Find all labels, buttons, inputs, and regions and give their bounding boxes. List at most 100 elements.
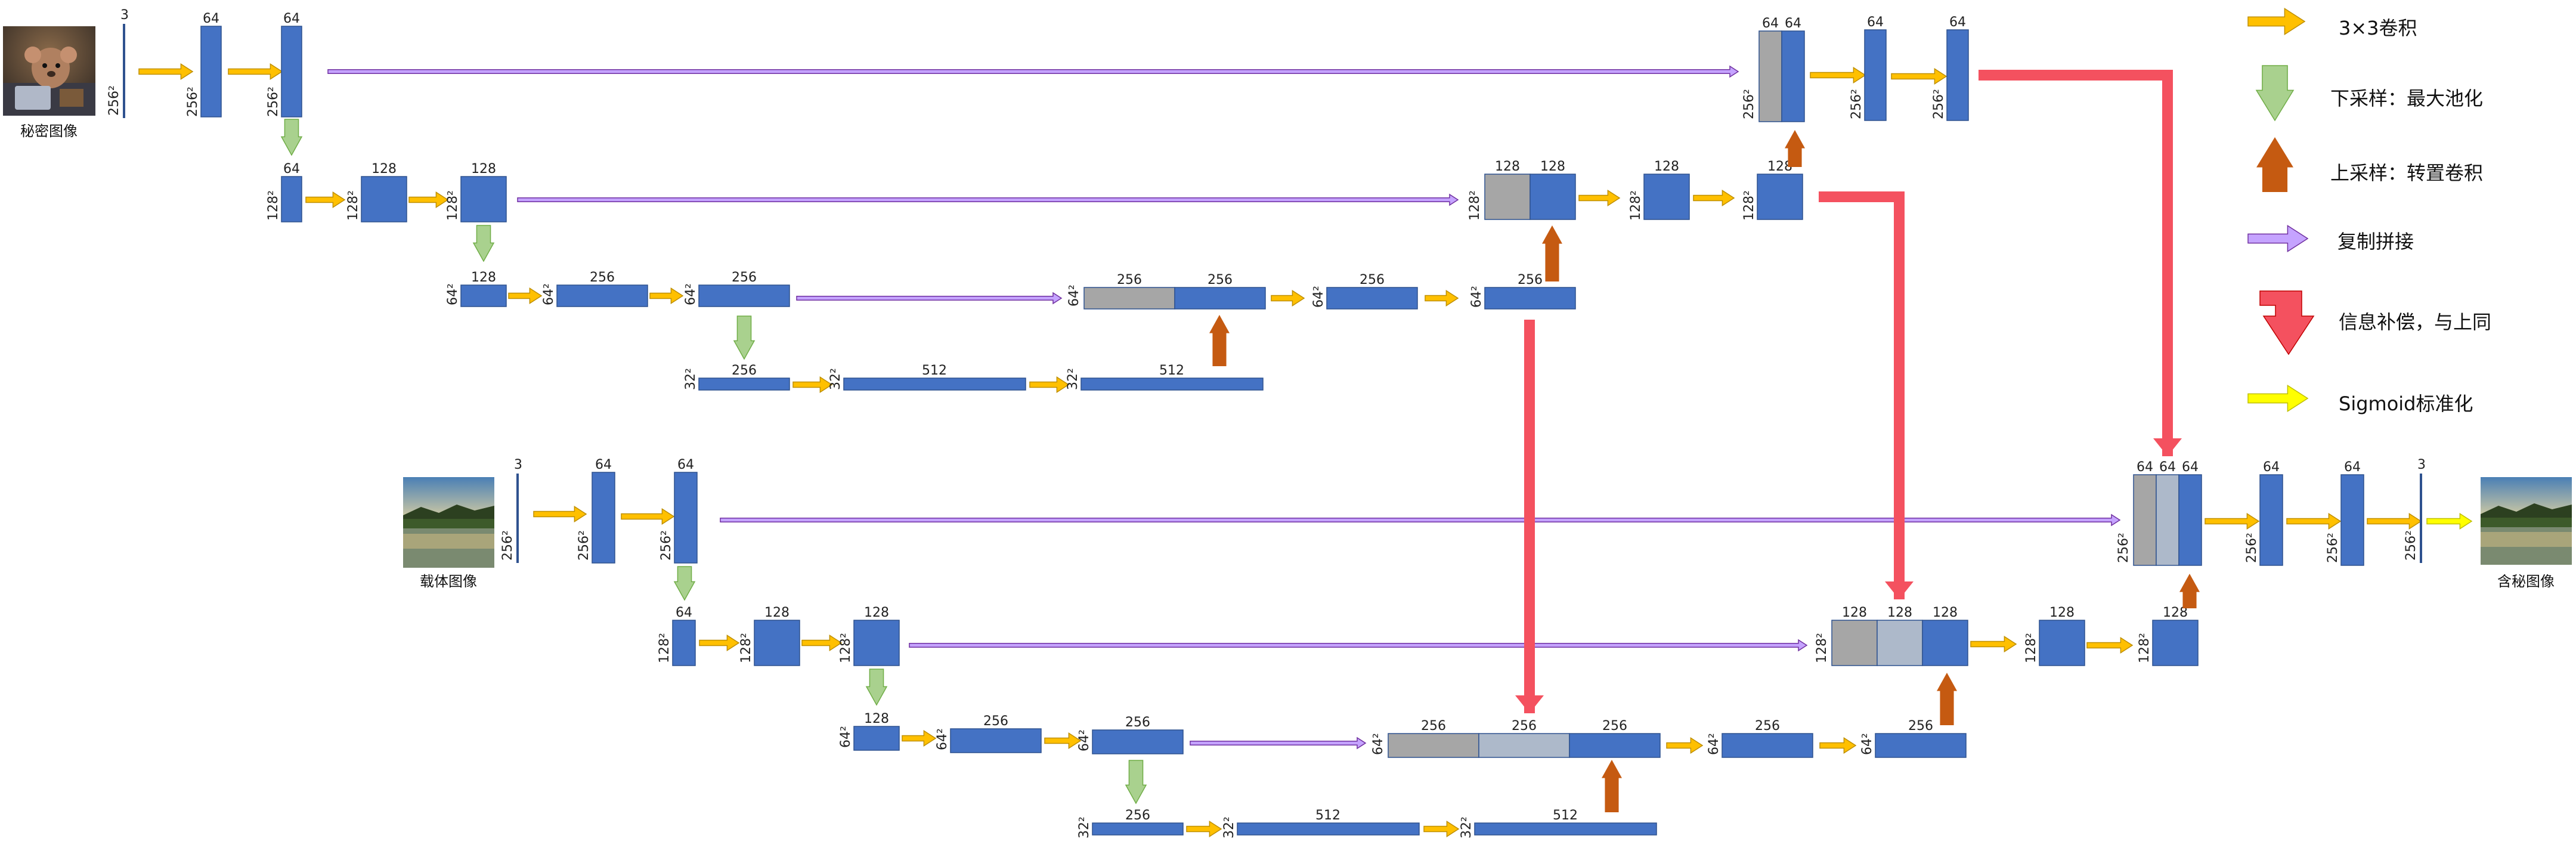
feature-map [698,378,790,391]
channel-label: 256 [590,270,615,285]
landscape-photo-icon [2481,477,2572,565]
channel-label: 256 [1908,719,1933,734]
channel-label: 128 [471,270,496,285]
stego-image [2481,477,2572,565]
conv-arrow [2367,513,2422,530]
feature-map [1326,287,1418,310]
channel-label: 3 [120,8,129,23]
channel-label: 256 [1602,719,1627,734]
conv-arrow [1029,376,1070,393]
size-label: 128² [2137,633,2152,663]
channel-label: 64 [283,11,300,26]
legend-sigmoid-label: Sigmoid标准化 [2339,392,2473,415]
conv-arrow [138,63,194,80]
size-label: 32² [1222,816,1237,839]
channel-label: 128 [1887,605,1912,620]
conv-arrow [1693,190,1735,206]
feature-map [1237,822,1420,836]
copy-concat-arrow [909,639,1808,652]
channel-label: 256 [732,363,757,378]
feature-map [460,284,507,307]
conv-arrow [1186,821,1222,837]
size-label: 256² [2326,533,2340,563]
channel-label: 128 [864,605,889,620]
channel-label: 3 [514,457,522,472]
size-label: 64² [1067,284,1082,307]
feature-map [281,176,302,222]
size-label: 64² [445,283,460,305]
compensation-arrow [1819,191,1905,599]
feature-map [1757,174,1803,220]
conv-arrow [508,287,543,304]
conv-arrow [1810,67,1866,83]
down-sample-arrow [865,669,888,706]
size-label: 256² [500,530,515,561]
channel-label: 256 [1360,273,1385,287]
channel-label: 64 [1867,15,1884,30]
conv-arrow [621,508,675,525]
feature-map [843,378,1026,391]
concat-feature-map [1758,30,1782,122]
size-label: 128² [1628,190,1643,221]
feature-map [1643,174,1690,220]
conv-arrow [1666,737,1704,754]
channel-label: 64 [595,457,612,472]
feature-map [1092,822,1184,836]
compensation-arrow [1979,70,2173,456]
channel-label: 256 [1208,273,1233,287]
feature-map [1922,620,1968,666]
conv-arrow [1891,68,1948,85]
channel-label: 256 [1125,808,1150,823]
size-label: 128² [838,633,853,663]
channel-label: 64 [2344,460,2361,475]
compensation-feature-map [2156,474,2179,566]
feature-map [1875,733,1967,758]
conv-arrow [902,730,937,747]
channel-label: 128 [864,711,889,726]
conv-arrow [1578,190,1621,206]
channel-label: 256 [1117,273,1142,287]
size-label: 64² [1860,733,1875,755]
sigmoid-arrow [2426,513,2473,530]
compensation-arrow-head [2153,438,2182,456]
legend-comp-label: 信息补偿，与上同 [2339,311,2492,333]
size-label: 256² [1849,89,1864,119]
feature-map [281,26,302,117]
feature-map [1781,30,1805,122]
size-label: 32² [1066,368,1080,390]
feature-map [2259,474,2283,566]
concat-feature-map [1484,174,1531,220]
legend-comp-arrow [2259,290,2315,355]
channel-label: 64 [283,162,300,177]
legend-sigmoid-arrow [2247,385,2309,412]
feature-map [853,726,900,751]
legend-down-label: 下采样：最大池化 [2330,87,2484,110]
down-sample-arrow [733,315,756,360]
copy-concat-arrow [796,292,1063,305]
feature-map [1092,729,1184,754]
conv-arrow [1425,290,1459,307]
channel-label: 64 [2137,460,2153,475]
conv-arrow [2086,637,2134,654]
feature-map [1946,29,1969,121]
up-sample-arrow [1602,760,1622,812]
channel-label: 128 [1933,605,1958,620]
size-label: 64² [935,728,950,750]
conv-arrow [699,635,740,651]
conv-arrow [533,506,587,522]
channel-label: 64 [677,457,694,472]
conv-arrow [228,63,283,80]
size-label: 256² [577,530,592,561]
conv-arrow [1271,290,1305,307]
copy-concat-arrow [517,193,1459,206]
size-label: 64² [1469,286,1484,308]
conv-arrow [1970,636,2017,652]
feature-map [2039,620,2085,666]
copy-concat-arrow [1190,737,1367,750]
feature-map [460,176,507,222]
channel-label: 64 [1762,16,1779,31]
feature-map [754,620,800,666]
channel-label: 256 [983,714,1008,729]
feature-map [1080,378,1264,391]
